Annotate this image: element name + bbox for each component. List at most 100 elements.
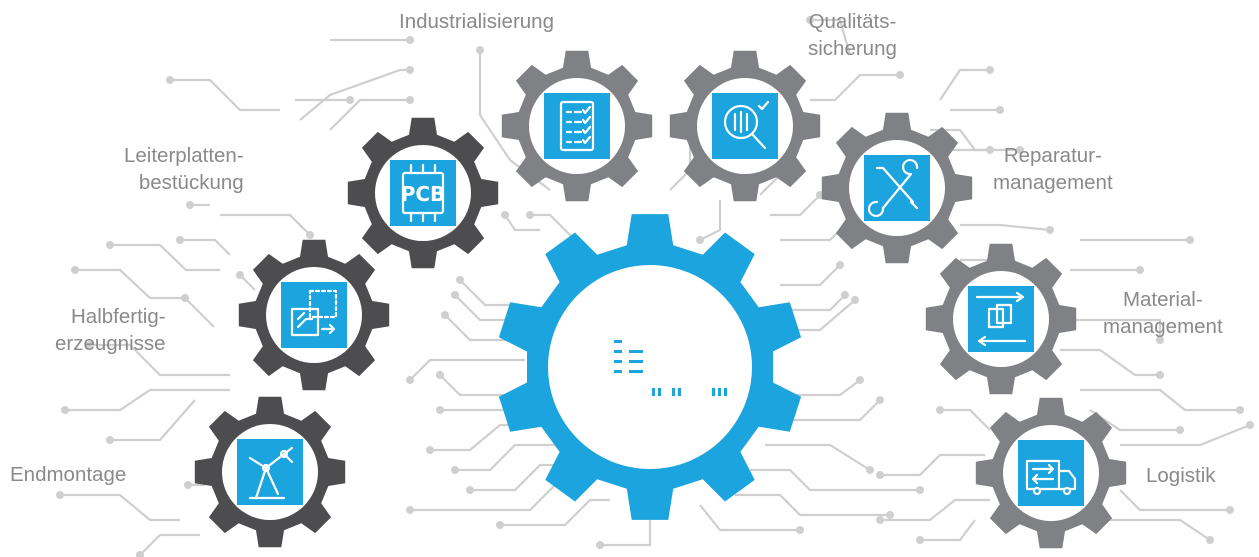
circuit-node <box>1156 371 1164 379</box>
icon-tile <box>864 155 930 221</box>
circuit-node <box>866 466 874 474</box>
circuit-node <box>526 211 534 219</box>
label-logistik: Logistik <box>1146 464 1216 487</box>
circuit-trace <box>699 504 800 532</box>
circuit-nodes <box>56 16 1254 557</box>
circuit-node <box>1176 426 1184 434</box>
circuit-node <box>441 311 449 319</box>
gear-materialmanagement <box>925 243 1077 395</box>
circuit-node <box>841 291 849 299</box>
circuit-node <box>936 406 944 414</box>
circuit-node <box>856 376 864 384</box>
circuit-node <box>501 211 509 219</box>
circuit-trace <box>1120 423 1251 447</box>
label-materialmanagement: Material- management <box>1103 288 1223 338</box>
circuit-trace <box>780 264 841 287</box>
circuit-node <box>1186 236 1194 244</box>
circuit-node <box>896 71 904 79</box>
circuit-node <box>806 16 814 24</box>
circuit-node <box>466 486 474 494</box>
gear-icons: PCB <box>248 100 1077 500</box>
circuit-trace <box>770 194 821 217</box>
circuit-trace <box>459 279 520 307</box>
circuit-trace <box>139 533 200 556</box>
circuit-trace <box>455 443 560 472</box>
circuit-trace <box>810 73 900 102</box>
circuit-trace <box>1105 518 1211 541</box>
center-gear <box>498 214 802 520</box>
label-reparaturmanagement: Reparatur- management <box>993 144 1113 194</box>
circuit-node <box>876 471 884 479</box>
circuit-trace <box>600 520 652 547</box>
circuit-node <box>236 271 244 279</box>
circuit-node <box>1236 406 1244 414</box>
circuit-node <box>886 511 894 519</box>
icon-tile <box>281 282 347 348</box>
circuit-trace <box>184 297 215 328</box>
circuit-trace <box>409 358 525 381</box>
circuit-node <box>71 266 79 274</box>
circuit-node <box>1206 536 1214 544</box>
label-endmontage: Endmontage <box>10 463 127 486</box>
circuit-node <box>436 371 444 379</box>
circuit-node <box>916 536 924 544</box>
circuit-node <box>406 36 414 44</box>
circuit-trace <box>765 443 871 471</box>
tools-icon <box>868 159 919 217</box>
circuit-node <box>184 481 192 489</box>
pcb-icon: PCB <box>401 163 446 223</box>
circuit-trace <box>65 388 230 412</box>
circuit-trace <box>75 268 151 299</box>
circuit-node <box>996 106 1004 114</box>
circuit-trace <box>530 213 581 246</box>
pcb-icon-text: PCB <box>401 182 446 206</box>
circuit-trace <box>780 379 861 397</box>
circuit-trace <box>299 68 410 121</box>
circuit-trace <box>750 468 920 492</box>
circuit-node <box>451 466 459 474</box>
circuit-node <box>986 66 994 74</box>
circuit-node <box>1016 146 1024 154</box>
circuit-trace <box>110 243 220 272</box>
circuit-node <box>876 396 884 404</box>
circuit-node <box>696 236 704 244</box>
circuit-trace <box>430 423 550 452</box>
circuit-node <box>306 231 314 239</box>
truck-icon <box>1025 459 1077 496</box>
circuit-node <box>451 291 459 299</box>
icon-tile <box>1018 440 1084 506</box>
circuit-node <box>406 506 414 514</box>
label-leiterplattenbestueckung: Leiterplatten- bestückung <box>124 144 244 194</box>
circuit-trace <box>810 18 852 56</box>
circuit-trace <box>444 314 520 342</box>
circuit-trace <box>180 238 231 256</box>
circuit-trace <box>500 498 610 527</box>
circuit-trace <box>1080 388 1240 412</box>
circuit-trace <box>880 498 990 522</box>
circuit-trace <box>735 493 890 517</box>
board-assembly-icon <box>290 289 338 337</box>
circuit-trace <box>110 399 196 442</box>
circuit-trace <box>699 200 722 241</box>
circuit-node <box>1156 336 1164 344</box>
circuit-node <box>836 261 844 269</box>
label-industrialisierung: Industrialisierung <box>399 10 554 33</box>
circuit-node <box>851 296 859 304</box>
circuit-trace <box>60 493 180 522</box>
circuit-trace <box>920 519 976 542</box>
circuit-node <box>346 96 354 104</box>
circuit-node <box>986 146 994 154</box>
circuit-node <box>176 236 184 244</box>
circuit-node <box>426 446 434 454</box>
circuit-node <box>186 201 194 209</box>
gear-halbfertigerzeugnisse <box>238 239 390 391</box>
circuit-trace <box>170 78 280 112</box>
circuit-node <box>56 491 64 499</box>
circuit-node <box>1136 266 1144 274</box>
magnifier-check-icon <box>723 100 770 150</box>
circuit-trace <box>504 214 540 232</box>
circuit-node <box>1046 226 1054 234</box>
circuit-node <box>1246 421 1254 429</box>
checklist-icon <box>559 100 595 152</box>
icon-tile <box>968 286 1034 352</box>
